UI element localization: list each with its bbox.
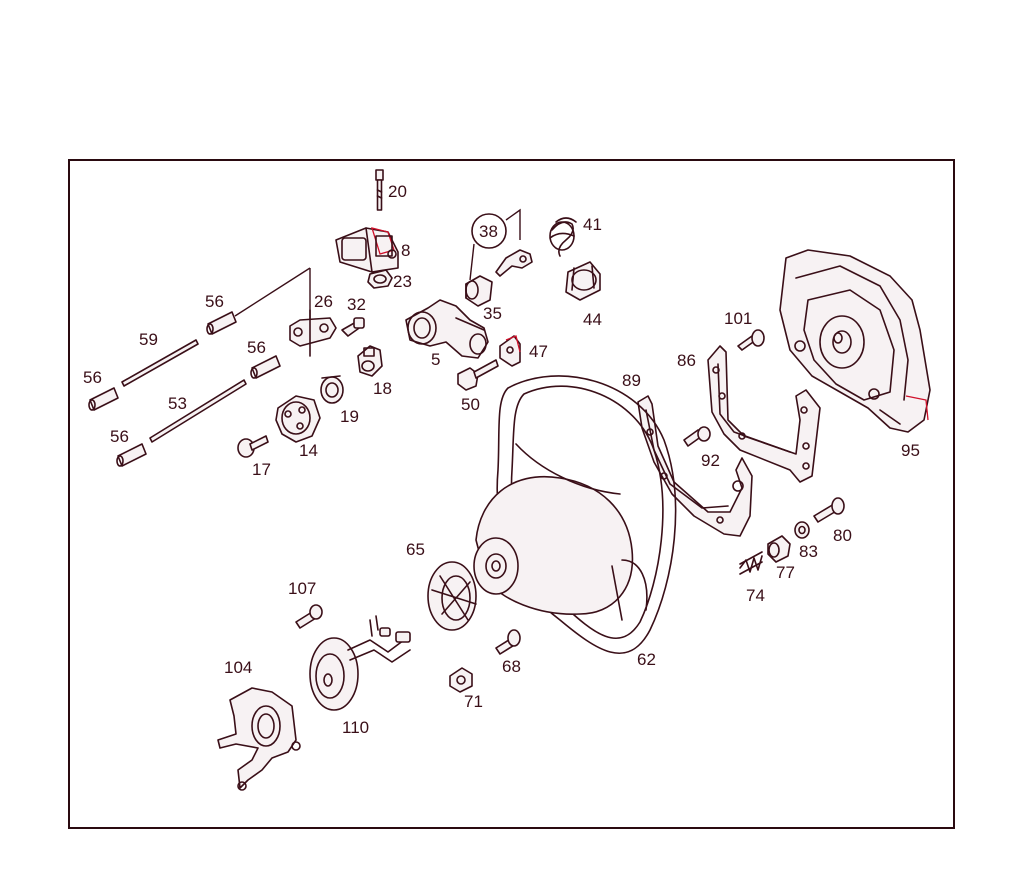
label-80: 80 xyxy=(833,526,852,545)
label-104: 104 xyxy=(224,658,252,677)
label-18: 18 xyxy=(373,379,392,398)
label-19: 19 xyxy=(340,407,359,426)
label-17: 17 xyxy=(252,460,271,479)
part-56-sleeve-left[interactable] xyxy=(88,387,119,411)
part-47-bracket[interactable] xyxy=(499,335,521,367)
label-71: 71 xyxy=(464,692,483,711)
part-65-contact-plate[interactable] xyxy=(427,561,477,631)
part-86-bracket[interactable] xyxy=(707,345,821,483)
part-50-bolt[interactable] xyxy=(457,359,499,391)
part-62-steering-wheel[interactable] xyxy=(473,375,677,655)
part-77-bushing[interactable] xyxy=(767,535,791,563)
label-83: 83 xyxy=(799,542,818,561)
part-5-lock-housing[interactable] xyxy=(405,299,489,359)
part-104-switch-bracket[interactable] xyxy=(217,687,301,791)
label-32: 32 xyxy=(347,295,366,314)
part-74-spring[interactable] xyxy=(739,551,763,575)
part-17-screw[interactable] xyxy=(237,435,269,458)
label-101: 101 xyxy=(724,309,752,328)
part-107-screw[interactable] xyxy=(295,604,323,629)
part-44-bushing[interactable] xyxy=(565,261,601,301)
label-44: 44 xyxy=(583,310,602,329)
part-53-rod[interactable] xyxy=(149,379,247,443)
label-26: 26 xyxy=(314,292,333,311)
label-5: 5 xyxy=(431,350,440,369)
label-110: 110 xyxy=(342,718,369,737)
label-35: 35 xyxy=(483,304,502,323)
label-77: 77 xyxy=(776,563,795,582)
part-23-nut[interactable] xyxy=(367,269,393,289)
part-20-bolt[interactable] xyxy=(375,169,384,211)
part-26-lever[interactable] xyxy=(289,309,337,357)
part-68-screw[interactable] xyxy=(495,629,521,655)
label-74: 74 xyxy=(746,586,765,605)
label-68: 68 xyxy=(502,657,521,676)
label-62: 62 xyxy=(637,650,656,669)
label-92: 92 xyxy=(701,451,720,470)
label-38: 38 xyxy=(479,222,498,241)
label-41: 41 xyxy=(583,215,602,234)
label-53: 53 xyxy=(168,394,187,413)
part-35-lock-cylinder[interactable] xyxy=(465,275,493,307)
label-47: 47 xyxy=(529,342,548,361)
label-23: 23 xyxy=(393,272,412,291)
part-41-spring[interactable] xyxy=(549,217,577,257)
part-89-bracket[interactable] xyxy=(637,395,753,537)
part-59-rod[interactable] xyxy=(121,339,199,387)
label-107: 107 xyxy=(288,579,316,598)
label-8: 8 xyxy=(401,241,410,260)
label-56-left: 56 xyxy=(83,368,102,387)
part-56-sleeve-mid[interactable] xyxy=(250,355,281,379)
label-56-bottom: 56 xyxy=(110,427,129,446)
part-71-nut[interactable] xyxy=(449,667,473,693)
label-50: 50 xyxy=(461,395,480,414)
part-101-screw[interactable] xyxy=(737,329,765,351)
label-14: 14 xyxy=(299,441,318,460)
part-80-bolt[interactable] xyxy=(813,497,845,523)
label-95: 95 xyxy=(901,441,920,460)
label-86: 86 xyxy=(677,351,696,370)
part-14-ignition-switch[interactable] xyxy=(275,395,321,443)
part-38-key-set[interactable] xyxy=(469,208,533,281)
part-56-sleeve-bottom[interactable] xyxy=(116,443,147,467)
part-92-screw[interactable] xyxy=(683,426,711,447)
part-95-airbag-module[interactable] xyxy=(779,249,931,433)
part-8-switch[interactable] xyxy=(335,227,399,273)
part-18-holder[interactable] xyxy=(357,345,383,377)
part-19-ring[interactable] xyxy=(320,375,344,404)
label-59: 59 xyxy=(139,330,158,349)
label-56-mid: 56 xyxy=(247,338,266,357)
part-32-screw[interactable] xyxy=(341,317,365,337)
label-56-top: 56 xyxy=(205,292,224,311)
part-56-sleeve-top[interactable] xyxy=(206,311,237,335)
label-65: 65 xyxy=(406,540,425,559)
label-20: 20 xyxy=(388,182,407,201)
label-89: 89 xyxy=(622,371,641,390)
leader-56-rod xyxy=(234,267,311,317)
part-83-washer[interactable] xyxy=(794,521,810,539)
part-110-clock-spring[interactable] xyxy=(309,615,411,711)
